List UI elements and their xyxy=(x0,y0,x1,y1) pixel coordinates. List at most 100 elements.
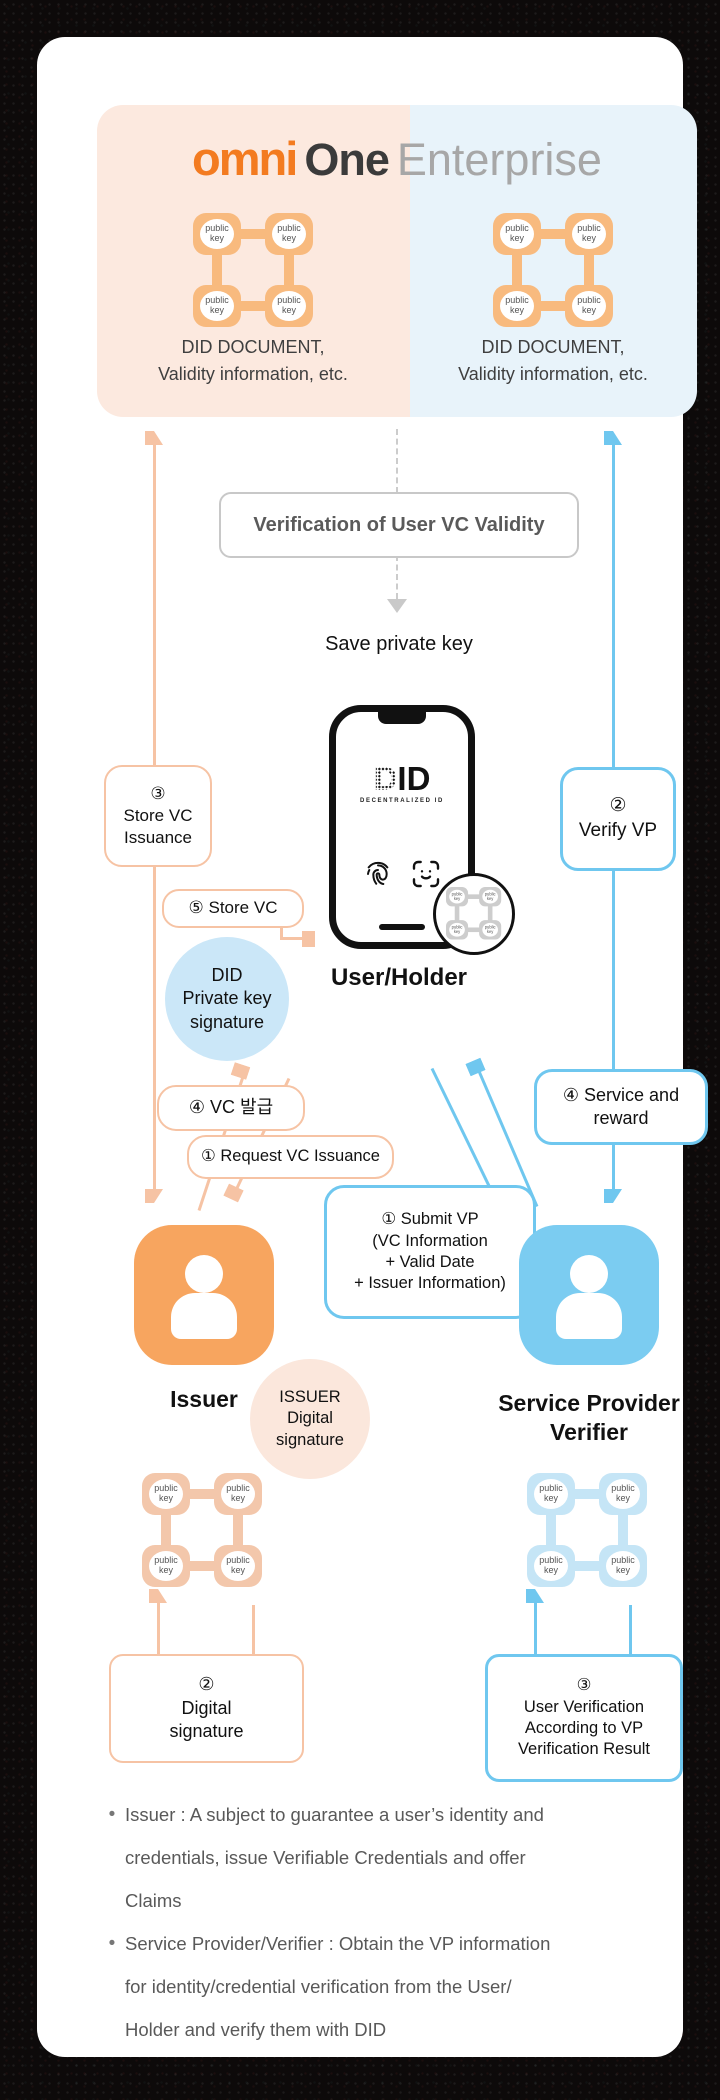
store-vc-connector xyxy=(280,937,304,940)
request-vc-issuance-label: ① Request VC Issuance xyxy=(201,1147,380,1166)
digital-signature-line xyxy=(252,1605,255,1655)
did-document-caption-right: DID DOCUMENT, Validity information, etc. xyxy=(458,337,648,384)
public-key-network-verifier: public key public key public key public … xyxy=(527,1473,647,1587)
public-key-node: public key xyxy=(565,213,613,255)
logo-one: One xyxy=(304,134,390,185)
public-key-network-issuer-ledger: public key public key public key public … xyxy=(193,213,313,327)
public-key-node: public key xyxy=(565,285,613,327)
dashed-line xyxy=(396,429,398,493)
did-logo-id: ID xyxy=(397,760,431,797)
person-head xyxy=(185,1255,223,1293)
public-key-node: public key xyxy=(599,1545,647,1587)
arrow-up-icon xyxy=(149,1589,167,1603)
public-key-node: public key xyxy=(446,920,469,940)
store-vc-connector xyxy=(280,924,283,940)
public-key-node: public key xyxy=(142,1545,190,1587)
store-vc-box: ⑤ Store VC xyxy=(162,889,304,928)
bullet-icon: • xyxy=(108,1804,116,1825)
logo-enterprise: Enterprise xyxy=(396,134,602,185)
note-issuer-text: Issuer : A subject to guarantee a user’s… xyxy=(125,1804,544,1911)
issuer-digital-signature-circle: ISSUER Digital signature xyxy=(250,1359,370,1479)
submit-vp-box: ① Submit VP (VC Information + Valid Date… xyxy=(324,1185,536,1319)
arrow-down-icon xyxy=(145,1189,163,1203)
decentralized-id-label: DECENTRALIZED ID xyxy=(360,798,444,804)
user-phone: DID DECENTRALIZED ID xyxy=(329,705,475,949)
user-holder-label: User/Holder xyxy=(330,964,468,991)
vc-issue-label: ④ VC 발급 xyxy=(188,1097,274,1118)
arrow-up-right-icon xyxy=(230,1062,251,1080)
public-key-network-issuer: public key public key public key public … xyxy=(142,1473,262,1587)
bullet-icon: • xyxy=(108,1933,116,1954)
verification-box-label: Verification of User VC Validity xyxy=(253,514,545,536)
arrow-down-left-icon xyxy=(223,1183,244,1203)
phone-notch xyxy=(378,711,426,724)
verification-of-vc-validity-box: Verification of User VC Validity xyxy=(219,492,579,558)
person-head xyxy=(570,1255,608,1293)
arrow-right-icon xyxy=(302,930,315,947)
fingerprint-icon xyxy=(367,861,389,885)
did-private-key-signature-label: DID Private key signature xyxy=(182,964,272,1032)
public-key-node: public key xyxy=(493,213,541,255)
note-issuer: • Issuer : A subject to guarantee a user… xyxy=(99,1793,685,1922)
did-private-key-signature-circle: DID Private key signature xyxy=(165,937,289,1061)
public-key-node: public key xyxy=(265,285,313,327)
public-key-node: public key xyxy=(446,887,469,907)
public-key-node: public key xyxy=(265,213,313,255)
digital-signature-label: ② Digital signature xyxy=(169,1674,244,1742)
submit-vp-label: ① Submit VP (VC Information + Valid Date… xyxy=(354,1210,506,1293)
definitions-notes: • Issuer : A subject to guarantee a user… xyxy=(99,1793,685,2051)
issuer-icon xyxy=(134,1225,274,1365)
dashed-line xyxy=(396,555,398,599)
store-vc-label: ⑤ Store VC xyxy=(188,898,278,918)
arrow-down-icon xyxy=(604,1189,622,1203)
public-key-node: public key xyxy=(527,1545,575,1587)
public-key-node: public key xyxy=(493,285,541,327)
arrow-up-left-icon xyxy=(465,1057,486,1077)
save-private-key-label: Save private key xyxy=(325,633,473,655)
ledger-panel-right xyxy=(410,105,697,417)
infographic-card: omni One Enterprise public key public ke… xyxy=(37,37,708,2057)
note-service-provider-text: Service Provider/Verifier : Obtain the V… xyxy=(125,1933,551,2040)
omnione-logo: omni One Enterprise xyxy=(97,131,697,186)
did-document-caption-left: DID DOCUMENT, Validity information, etc. xyxy=(158,337,348,384)
verify-vp-box: ② Verify VP xyxy=(560,767,676,871)
public-key-node: public key xyxy=(479,887,502,907)
issuer-digital-signature-label: ISSUER Digital signature xyxy=(276,1387,344,1449)
public-key-node: public key xyxy=(193,285,241,327)
issuer-label: Issuer xyxy=(170,1386,238,1412)
public-key-node: public key xyxy=(599,1473,647,1515)
service-and-reward-box: ④ Service and reward xyxy=(534,1069,708,1145)
digital-signature-box: ② Digital signature xyxy=(109,1654,304,1763)
did-logo-dotted-d: D xyxy=(373,760,398,797)
public-key-node: public key xyxy=(142,1473,190,1515)
logo-omni: omni xyxy=(192,132,298,185)
store-vc-issuance-box: ③ Store VC Issuance xyxy=(104,765,212,867)
service-provider-icon xyxy=(519,1225,659,1365)
user-verification-label: ③ User Verification According to VP Veri… xyxy=(517,1676,651,1759)
public-key-network-verifier-ledger: public key public key public key public … xyxy=(493,213,613,327)
service-and-reward-label: ④ Service and reward xyxy=(562,1084,680,1128)
arrow-up-icon xyxy=(145,431,163,445)
vc-issue-box: ④ VC 발급 xyxy=(157,1085,305,1131)
user-verification-box: ③ User Verification According to VP Veri… xyxy=(485,1654,683,1782)
store-vc-issuance-label: ③ Store VC Issuance xyxy=(123,783,193,848)
arrow-up-icon xyxy=(526,1589,544,1603)
verify-vp-label: ② Verify VP xyxy=(578,795,658,841)
user-verification-line xyxy=(629,1605,632,1655)
person-torso xyxy=(556,1293,622,1339)
request-vc-issuance-box: ① Request VC Issuance xyxy=(187,1135,394,1179)
ledger-panel-left xyxy=(97,105,410,417)
note-service-provider: • Service Provider/Verifier : Obtain the… xyxy=(99,1922,685,2051)
public-key-node: public key xyxy=(214,1545,262,1587)
arrow-up-icon xyxy=(604,431,622,445)
public-key-node: public key xyxy=(527,1473,575,1515)
digital-signature-line xyxy=(157,1603,160,1655)
did-app-logo: DID DECENTRALIZED ID xyxy=(336,762,468,804)
public-key-node: public key xyxy=(193,213,241,255)
face-id-icon xyxy=(412,860,440,888)
public-key-node: public key xyxy=(479,920,502,940)
service-provider-verifier-label: Service Provider Verifier xyxy=(498,1390,680,1445)
phone-home-bar xyxy=(379,924,425,930)
arrow-down-icon xyxy=(387,599,407,613)
